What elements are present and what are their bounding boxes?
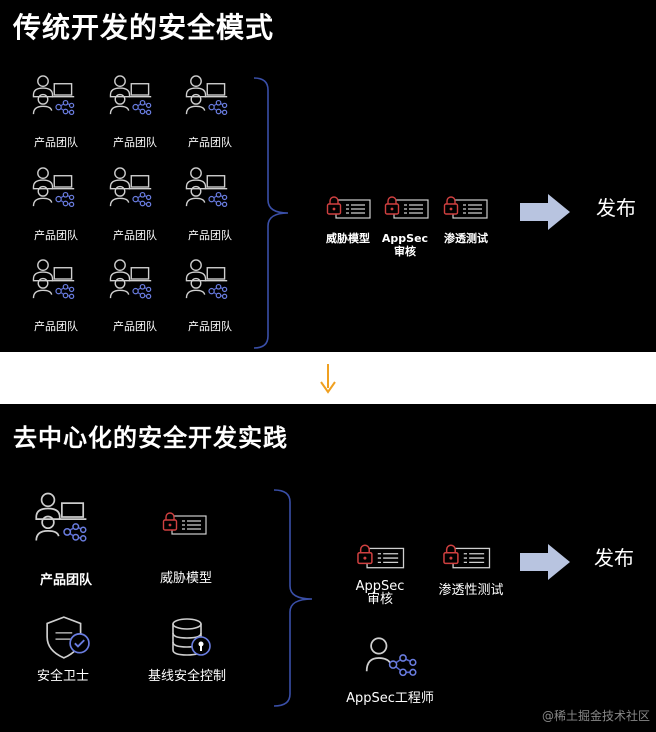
product-team-label: 产品团队: [113, 229, 157, 242]
appsec-review-label: AppSec 审核: [355, 579, 405, 607]
product-team-label: 产品团队: [113, 136, 157, 149]
appsec-review-label: AppSec 审核: [381, 232, 429, 258]
product-team-icon: [32, 490, 96, 544]
baseline-control-database-icon: [166, 616, 218, 660]
product-team-label: 产品团队: [39, 573, 93, 588]
appsec-engineer-icon: [364, 636, 420, 680]
product-team-icon: [107, 258, 159, 300]
pen-test-icon: [440, 542, 494, 572]
threat-model-icon: [160, 510, 210, 538]
product-team-label: 产品团队: [113, 320, 157, 333]
security-guard-shield-icon: [40, 614, 94, 660]
watermark: @稀土掘金技术社区: [541, 709, 650, 723]
traditional-security-panel: 传统开发的安全模式 产品团队 产品团队 产品团队 产品团队 产品团队 产品团队 …: [0, 0, 656, 352]
release-label: 发布: [594, 546, 634, 570]
product-team-icon: [183, 74, 235, 116]
product-team-label: 产品团队: [188, 229, 232, 242]
product-team-icon: [183, 166, 235, 208]
pen-test-label: 渗透性测试: [438, 583, 504, 598]
product-team-icon: [107, 166, 159, 208]
product-team-label: 产品团队: [188, 136, 232, 149]
release-label: 发布: [596, 196, 636, 220]
product-team-label: 产品团队: [34, 136, 78, 149]
product-team-label: 产品团队: [188, 320, 232, 333]
product-team-label: 产品团队: [34, 320, 78, 333]
product-team-label: 产品团队: [34, 229, 78, 242]
threat-model-label: 威胁模型: [159, 571, 213, 586]
threat-model-label: 威胁模型: [326, 232, 370, 245]
grouping-bracket: [273, 489, 313, 707]
appsec-review-icon: [354, 542, 408, 572]
panel-title: 传统开发的安全模式: [13, 11, 275, 44]
threat-model-icon: [324, 194, 374, 222]
product-team-icon: [183, 258, 235, 300]
pen-test-label: 渗透测试: [444, 232, 488, 245]
pen-test-icon: [441, 194, 491, 222]
release-arrow-icon: [520, 194, 570, 230]
security-guard-label: 安全卫士: [36, 669, 90, 684]
product-team-icon: [107, 74, 159, 116]
baseline-control-label: 基线安全控制: [147, 669, 227, 684]
down-arrow-icon: [320, 364, 336, 394]
release-arrow-icon: [520, 544, 570, 580]
product-team-icon: [30, 258, 82, 300]
product-team-icon: [30, 74, 82, 116]
appsec-review-icon: [382, 194, 432, 222]
panel-title: 去中心化的安全开发实践: [13, 424, 288, 452]
grouping-bracket: [253, 77, 289, 349]
product-team-icon: [30, 166, 82, 208]
decentralized-security-panel: 去中心化的安全开发实践 产品团队 威胁模型 安全卫士 基线安全控制 AppSec…: [0, 404, 656, 732]
appsec-engineer-label: AppSec工程师: [346, 691, 434, 706]
